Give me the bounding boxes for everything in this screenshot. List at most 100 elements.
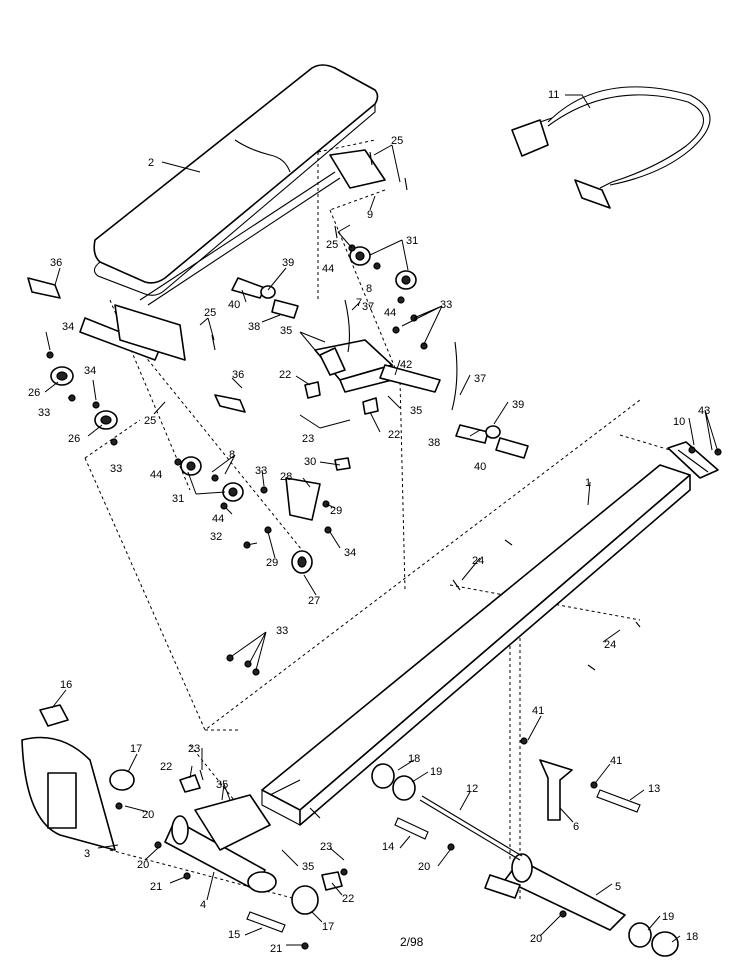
callout-43: 43	[698, 405, 710, 417]
callout-26b: 26	[68, 433, 80, 445]
callout-29a: 29	[330, 505, 342, 517]
callout-20d: 20	[530, 933, 542, 945]
callout-16: 16	[60, 679, 72, 691]
callout-36b: 36	[232, 369, 244, 381]
front-foot-tube	[484, 853, 626, 931]
callout-25b: 25	[326, 239, 338, 251]
callout-18b: 18	[686, 931, 698, 943]
callout-36a: 36	[50, 257, 62, 269]
foam-rollers	[27, 277, 529, 459]
callout-20a: 20	[142, 809, 154, 821]
callout-15: 15	[228, 929, 240, 941]
callout-23c: 23	[320, 841, 332, 853]
callout-30: 30	[304, 456, 316, 468]
callout-41b: 41	[610, 755, 622, 767]
callout-9: 9	[367, 209, 373, 221]
callout-25a: 25	[391, 135, 403, 147]
callout-12: 12	[466, 783, 478, 795]
fasteners	[46, 151, 722, 950]
callout-24a: 24	[472, 555, 484, 567]
callout-37b: 37	[474, 373, 486, 385]
callout-33e: 33	[276, 625, 288, 637]
callout-17b: 17	[322, 921, 334, 933]
callout-25c: 25	[204, 307, 216, 319]
callout-34a: 34	[62, 321, 74, 333]
callout-38b: 38	[428, 437, 440, 449]
callout-6: 6	[573, 821, 579, 833]
callout-40a: 40	[228, 299, 240, 311]
callout-18a: 18	[408, 753, 420, 765]
callout-5: 5	[615, 881, 621, 893]
callout-33d: 33	[255, 465, 267, 477]
callout-20b: 20	[137, 859, 149, 871]
callout-44a: 44	[322, 263, 334, 275]
callout-10: 10	[673, 416, 685, 428]
seat-bracket	[329, 149, 386, 189]
callout-32: 32	[210, 531, 222, 543]
callout-22a: 22	[279, 369, 291, 381]
callout-8b: 8	[229, 449, 235, 461]
callout-33a: 33	[440, 299, 452, 311]
callout-1: 1	[585, 477, 591, 489]
callout-29b: 29	[266, 557, 278, 569]
callout-33b: 33	[38, 407, 50, 419]
callout-21a: 21	[150, 881, 162, 893]
axles	[246, 789, 641, 933]
callout-39a: 39	[282, 257, 294, 269]
seat-frame-crossbar	[79, 304, 186, 361]
wheels-and-caps	[39, 381, 679, 957]
callout-37a: 37	[362, 301, 374, 313]
callout-11: 11	[548, 89, 559, 101]
callout-3: 3	[84, 848, 90, 860]
callout-44d: 44	[212, 513, 224, 525]
callout-25d: 25	[144, 415, 156, 427]
callout-17a: 17	[130, 743, 142, 755]
callout-33c: 33	[110, 463, 122, 475]
main-rail	[261, 464, 691, 826]
callout-35b: 35	[410, 405, 422, 417]
callout-14: 14	[382, 841, 394, 853]
callout-24b: 24	[604, 639, 616, 651]
callout-26a: 26	[28, 387, 40, 399]
callout-44c: 44	[150, 469, 162, 481]
pulleys	[50, 246, 501, 574]
seat-pad	[93, 64, 379, 306]
rear-end-cap	[667, 441, 719, 479]
cable-with-handles	[511, 86, 711, 209]
callout-22c: 22	[160, 761, 172, 773]
upright-post	[539, 759, 573, 821]
callout-22d: 22	[342, 893, 354, 905]
callout-28: 28	[280, 471, 292, 483]
front-leg-plate	[21, 736, 116, 851]
callout-34c: 34	[344, 547, 356, 559]
callout-38a: 38	[248, 321, 260, 333]
callout-19a: 19	[430, 766, 442, 778]
callout-22b: 22	[388, 429, 400, 441]
callout-27: 27	[308, 595, 320, 607]
callout-4: 4	[200, 899, 206, 911]
callout-21b: 21	[270, 943, 282, 955]
callout-2: 2	[148, 157, 154, 169]
callout-8a: 8	[366, 283, 372, 295]
callout-39b: 39	[512, 399, 524, 411]
callout-7: 7	[356, 297, 362, 309]
callout-34b: 34	[84, 365, 96, 377]
callout-13: 13	[648, 783, 660, 795]
callout-31a: 31	[406, 235, 418, 247]
callout-42: 42	[400, 359, 412, 371]
leader-lines	[44, 94, 719, 946]
callout-20c: 20	[418, 861, 430, 873]
callout-31b: 31	[172, 493, 184, 505]
callout-35a: 35	[280, 325, 292, 337]
callout-35d: 35	[302, 861, 314, 873]
callout-labels: 1 2 3 4 5 6 7 8 8 9 10 11 12 13 14 15 16…	[28, 89, 710, 955]
callout-23a: 23	[302, 433, 314, 445]
front-leg-tube	[164, 794, 277, 893]
callout-44b: 44	[384, 307, 396, 319]
callout-19b: 19	[662, 911, 674, 923]
callout-41a: 41	[532, 705, 544, 717]
date-code: 2/98	[400, 935, 424, 949]
callout-23b: 23	[188, 743, 200, 755]
callout-35c: 35	[216, 779, 228, 791]
